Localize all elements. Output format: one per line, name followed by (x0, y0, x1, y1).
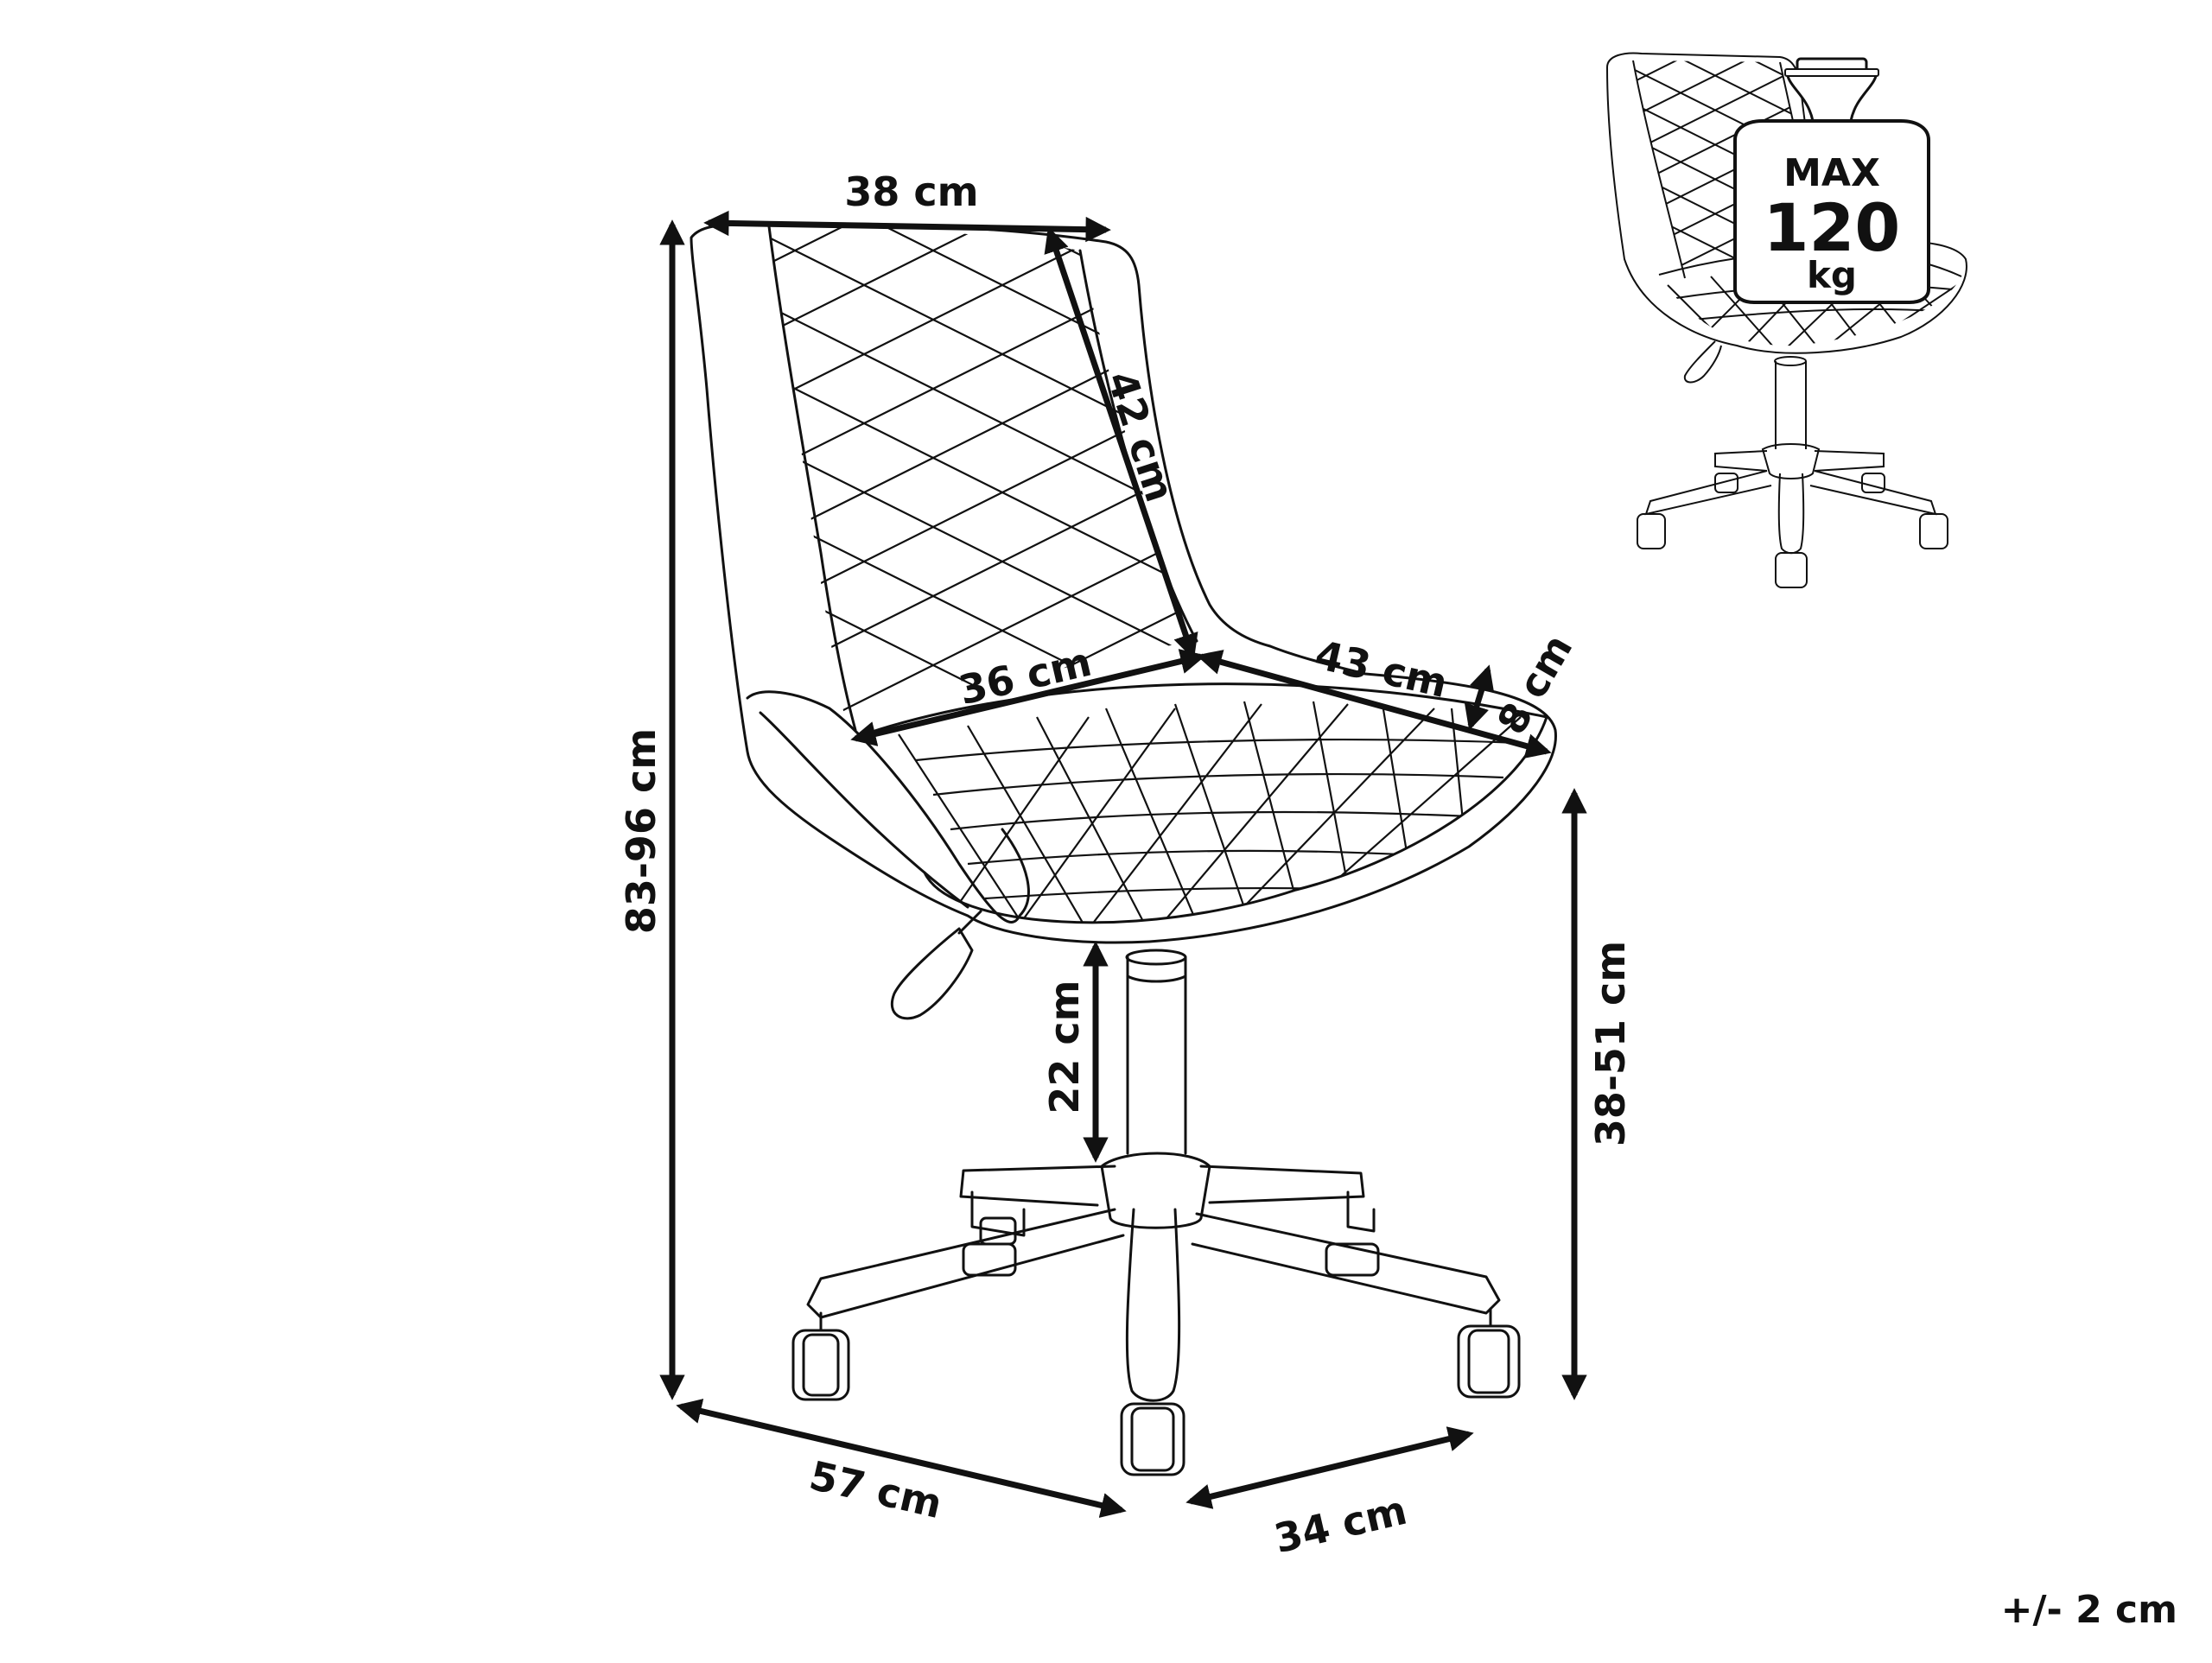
label-total-height: 83-96 cm (618, 728, 664, 934)
label-seat-thickness: 8 cm (1488, 626, 1581, 742)
chair-thumbnail: MAX 120 kg (1605, 52, 1967, 588)
label-back-width: 38 cm (844, 168, 978, 215)
weight-unit: kg (1807, 254, 1857, 296)
weight-icon: MAX 120 kg (1733, 57, 1930, 304)
label-base-depth: 34 cm (1270, 1487, 1411, 1563)
label-seat-width: 36 cm (955, 638, 1096, 714)
weight-label: MAX (1783, 151, 1880, 195)
label-seat-height: 38-51 cm (1587, 941, 1634, 1146)
dimension-arrows (659, 210, 1587, 1518)
weight-value: 120 (1764, 189, 1901, 266)
label-gas-lift: 22 cm (1041, 980, 1088, 1114)
label-back-height: 42 cm (1098, 365, 1184, 507)
tolerance-note: +/- 2 cm (2001, 1588, 2177, 1632)
